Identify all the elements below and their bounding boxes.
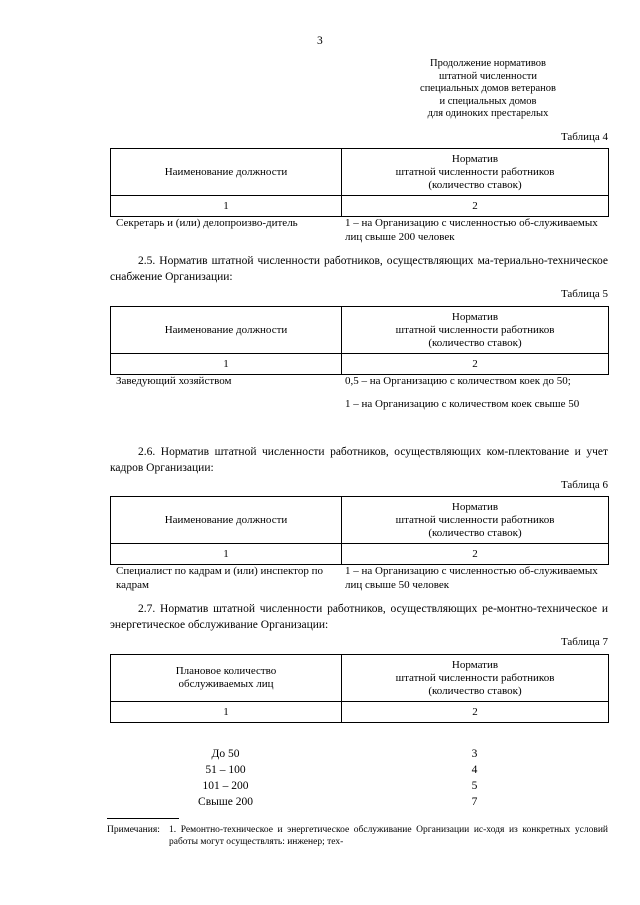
table-5: Наименование должности Норматив штатной … xyxy=(110,306,609,375)
paragraph-2-5: 2.5. Норматив штатной численности работн… xyxy=(110,255,608,283)
table-5-header-col2: Норматив штатной численности работников … xyxy=(341,306,609,354)
table-row: Наименование должности Норматив штатной … xyxy=(110,148,609,196)
table-5-header-col2-line3: (количество ставок) xyxy=(428,336,522,349)
table-6-colnum-2: 2 xyxy=(341,543,609,565)
paragraph-2-6: 2.6. Норматив штатной численности работн… xyxy=(110,446,608,474)
table-row: 101 – 200 5 xyxy=(110,778,608,794)
table-4-cell-position: Секретарь и (или) делопроизво-дитель xyxy=(116,217,298,229)
table-6-body: Специалист по кадрам и (или) инспектор п… xyxy=(110,565,608,597)
table-row: 1 2 xyxy=(110,543,609,565)
table-5-cell-norm: 0,5 – на Организацию с количеством коек … xyxy=(345,375,608,411)
table-4-body: Секретарь и (или) делопроизво-дитель 1 –… xyxy=(110,217,608,249)
table-row: До 50 3 xyxy=(110,746,608,762)
table-5-body: Заведующий хозяйством 0,5 – на Организац… xyxy=(110,375,608,437)
table-7-header-col2-line1: Норматив xyxy=(451,658,499,671)
footnote-label: Примечания: xyxy=(107,825,160,835)
table-4-header-col2-line2: штатной численности работников xyxy=(395,165,555,178)
table-4-colnum-2: 2 xyxy=(341,195,609,217)
table-7-cell-norm-1: 3 xyxy=(471,748,478,760)
paragraph-2-7: 2.7. Норматив штатной численности работн… xyxy=(110,603,608,631)
table-6-header-col2-line3: (количество ставок) xyxy=(428,526,522,539)
table-7-cell-count-3: 101 – 200 xyxy=(202,780,249,792)
table-6-cell-position: Специалист по кадрам и (или) инспектор п… xyxy=(116,565,323,591)
heading-line-1: Продолжение нормативов xyxy=(430,58,546,69)
table-6-colnum-1: 1 xyxy=(110,543,342,565)
table-row: Секретарь и (или) делопроизво-дитель 1 –… xyxy=(110,217,608,249)
table-6-header-col1: Наименование должности xyxy=(110,496,342,544)
table-7-cell-count-4: Свыше 200 xyxy=(198,796,253,808)
table-row: Специалист по кадрам и (или) инспектор п… xyxy=(110,565,608,597)
table-7-cell-count-2: 51 – 100 xyxy=(205,764,246,776)
table-5-caption: Таблица 5 xyxy=(560,288,608,300)
table-5-norm-line-1: 0,5 – на Организацию с количеством коек … xyxy=(345,375,571,387)
table-5-header-col2-line1: Норматив xyxy=(451,310,499,323)
table-7-colnum-2: 2 xyxy=(341,701,609,723)
table-4-colnum-1: 1 xyxy=(110,195,342,217)
heading-line-2: штатной численности xyxy=(439,70,537,82)
footnote-body: 1. Ремонтно-техническое и энергетическое… xyxy=(169,824,608,848)
footnote-text: 1. Ремонтно-техническое и энергетическое… xyxy=(169,825,608,847)
table-5-header-col1: Наименование должности xyxy=(110,306,342,354)
table-7-caption: Таблица 7 xyxy=(560,636,608,648)
table-row: 51 – 100 4 xyxy=(110,762,608,778)
table-6-cell-norm: 1 – на Организацию с численностью об-слу… xyxy=(345,565,598,591)
table-4-cell-norm: 1 – на Организацию с численностью об-слу… xyxy=(345,217,598,243)
table-4-header-col2-line3: (количество ставок) xyxy=(428,178,522,191)
footnote-separator xyxy=(107,818,179,819)
table-7-header-col1: Плановое количество обслуживаемых лиц xyxy=(110,654,342,702)
table-row: 1 2 xyxy=(110,353,609,375)
table-row: Наименование должности Норматив штатной … xyxy=(110,496,609,544)
table-7-body: До 50 3 51 – 100 4 101 – 200 5 Свыше 200… xyxy=(110,746,608,810)
table-7-header-col2-line2: штатной численности работников xyxy=(395,671,555,684)
table-4-header-col2: Норматив штатной численности работников … xyxy=(341,148,609,196)
table-row: Плановое количество обслуживаемых лиц Но… xyxy=(110,654,609,702)
table-4-header-col2-line1: Норматив xyxy=(451,152,499,165)
table-row: 1 2 xyxy=(110,701,609,723)
table-6-header-col2: Норматив штатной численности работников … xyxy=(341,496,609,544)
table-6: Наименование должности Норматив штатной … xyxy=(110,496,609,565)
table-7-cell-norm-4: 7 xyxy=(471,796,478,808)
spacer xyxy=(345,389,608,398)
table-7-cell-norm-3: 5 xyxy=(471,780,478,792)
table-row: Наименование должности Норматив штатной … xyxy=(110,306,609,354)
table-4-caption: Таблица 4 xyxy=(560,131,608,143)
table-5-norm-line-2: 1 – на Организацию с количеством коек св… xyxy=(345,397,580,410)
table-row: Свыше 200 7 xyxy=(110,794,608,810)
table-5-colnum-1: 1 xyxy=(110,353,342,375)
table-6-caption: Таблица 6 xyxy=(560,479,608,491)
table-row: 1 2 xyxy=(110,195,609,217)
table-row: Заведующий хозяйством 0,5 – на Организац… xyxy=(110,375,608,437)
table-6-header-col2-line2: штатной численности работников xyxy=(395,513,555,526)
table-7-cell-norm-2: 4 xyxy=(471,764,478,776)
table-7-header-col2-line3: (количество ставок) xyxy=(428,684,522,697)
heading-line-4: и специальных домов xyxy=(439,95,537,107)
heading-line-3: специальных домов ветеранов xyxy=(420,83,556,95)
table-6-header-col2-line1: Норматив xyxy=(451,500,499,513)
footnote: Примечания: 1. Ремонтно-техническое и эн… xyxy=(107,824,608,848)
heading-line-5: для одиноких престарелых xyxy=(427,108,549,120)
table-7-header-col1-line2: обслуживаемых лиц xyxy=(178,678,274,690)
table-7-header-col1-line1: Плановое количество xyxy=(175,665,277,677)
table-5-cell-position: Заведующий хозяйством xyxy=(116,375,232,387)
table-7: Плановое количество обслуживаемых лиц Но… xyxy=(110,654,609,723)
table-5-colnum-2: 2 xyxy=(341,353,609,375)
page-number: 3 xyxy=(317,35,323,47)
document-heading: Продолжение нормативов штатной численнос… xyxy=(368,58,608,121)
table-7-cell-count-1: До 50 xyxy=(211,748,240,760)
table-4: Наименование должности Норматив штатной … xyxy=(110,148,609,217)
table-4-header-col1: Наименование должности xyxy=(110,148,342,196)
table-7-colnum-1: 1 xyxy=(110,701,342,723)
table-7-header-col2: Норматив штатной численности работников … xyxy=(341,654,609,702)
table-5-header-col2-line2: штатной численности работников xyxy=(395,323,555,336)
